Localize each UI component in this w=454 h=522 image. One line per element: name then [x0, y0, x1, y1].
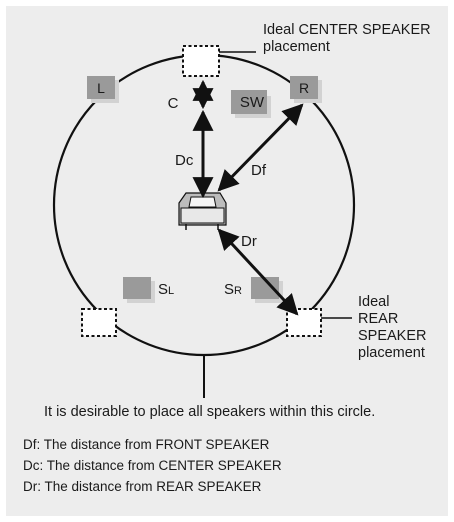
center-speaker-label: C — [168, 95, 179, 112]
circle-caption: It is desirable to place all speakers wi… — [44, 404, 376, 420]
subwoofer-label: SW — [240, 94, 265, 111]
rear-callout-line-3: SPEAKER — [358, 328, 427, 344]
legend-item-dc: Dc: The distance from CENTER SPEAKER — [23, 458, 282, 473]
rear-callout: Ideal REAR SPEAKER placement — [358, 294, 427, 362]
center-callout-line-2: placement — [263, 39, 330, 55]
rear-callout-line-4: placement — [358, 345, 425, 361]
df-arrow — [217, 103, 304, 192]
surround-left-label: SL — [158, 281, 174, 298]
surround-right-label: SR — [224, 281, 242, 298]
distance-legend: Df: The distance from FRONT SPEAKER Dc: … — [23, 434, 282, 497]
ideal-center-placement-box — [182, 45, 220, 77]
ideal-rear-right-placement-box — [286, 308, 322, 337]
right-speaker-label: R — [299, 80, 309, 96]
ideal-rear-left-placement-box — [81, 308, 117, 337]
rear-callout-line-2: REAR — [358, 311, 399, 327]
listener-icon — [178, 192, 227, 230]
rear-callout-line-1: Ideal — [358, 294, 390, 310]
dr-label: Dr — [241, 233, 257, 250]
right-speaker — [290, 76, 322, 103]
legend-item-dr: Dr: The distance from REAR SPEAKER — [23, 479, 262, 494]
legend-item-df: Df: The distance from FRONT SPEAKER — [23, 437, 270, 452]
left-speaker-label: L — [97, 80, 105, 96]
df-label: Df — [251, 162, 267, 179]
left-speaker — [87, 76, 119, 103]
dc-label: Dc — [175, 152, 194, 169]
dr-arrow — [217, 228, 299, 316]
center-callout-line-1: Ideal CENTER SPEAKER — [263, 22, 431, 38]
center-callout: Ideal CENTER SPEAKER placement — [263, 22, 431, 56]
surround-left-speaker — [123, 277, 155, 303]
